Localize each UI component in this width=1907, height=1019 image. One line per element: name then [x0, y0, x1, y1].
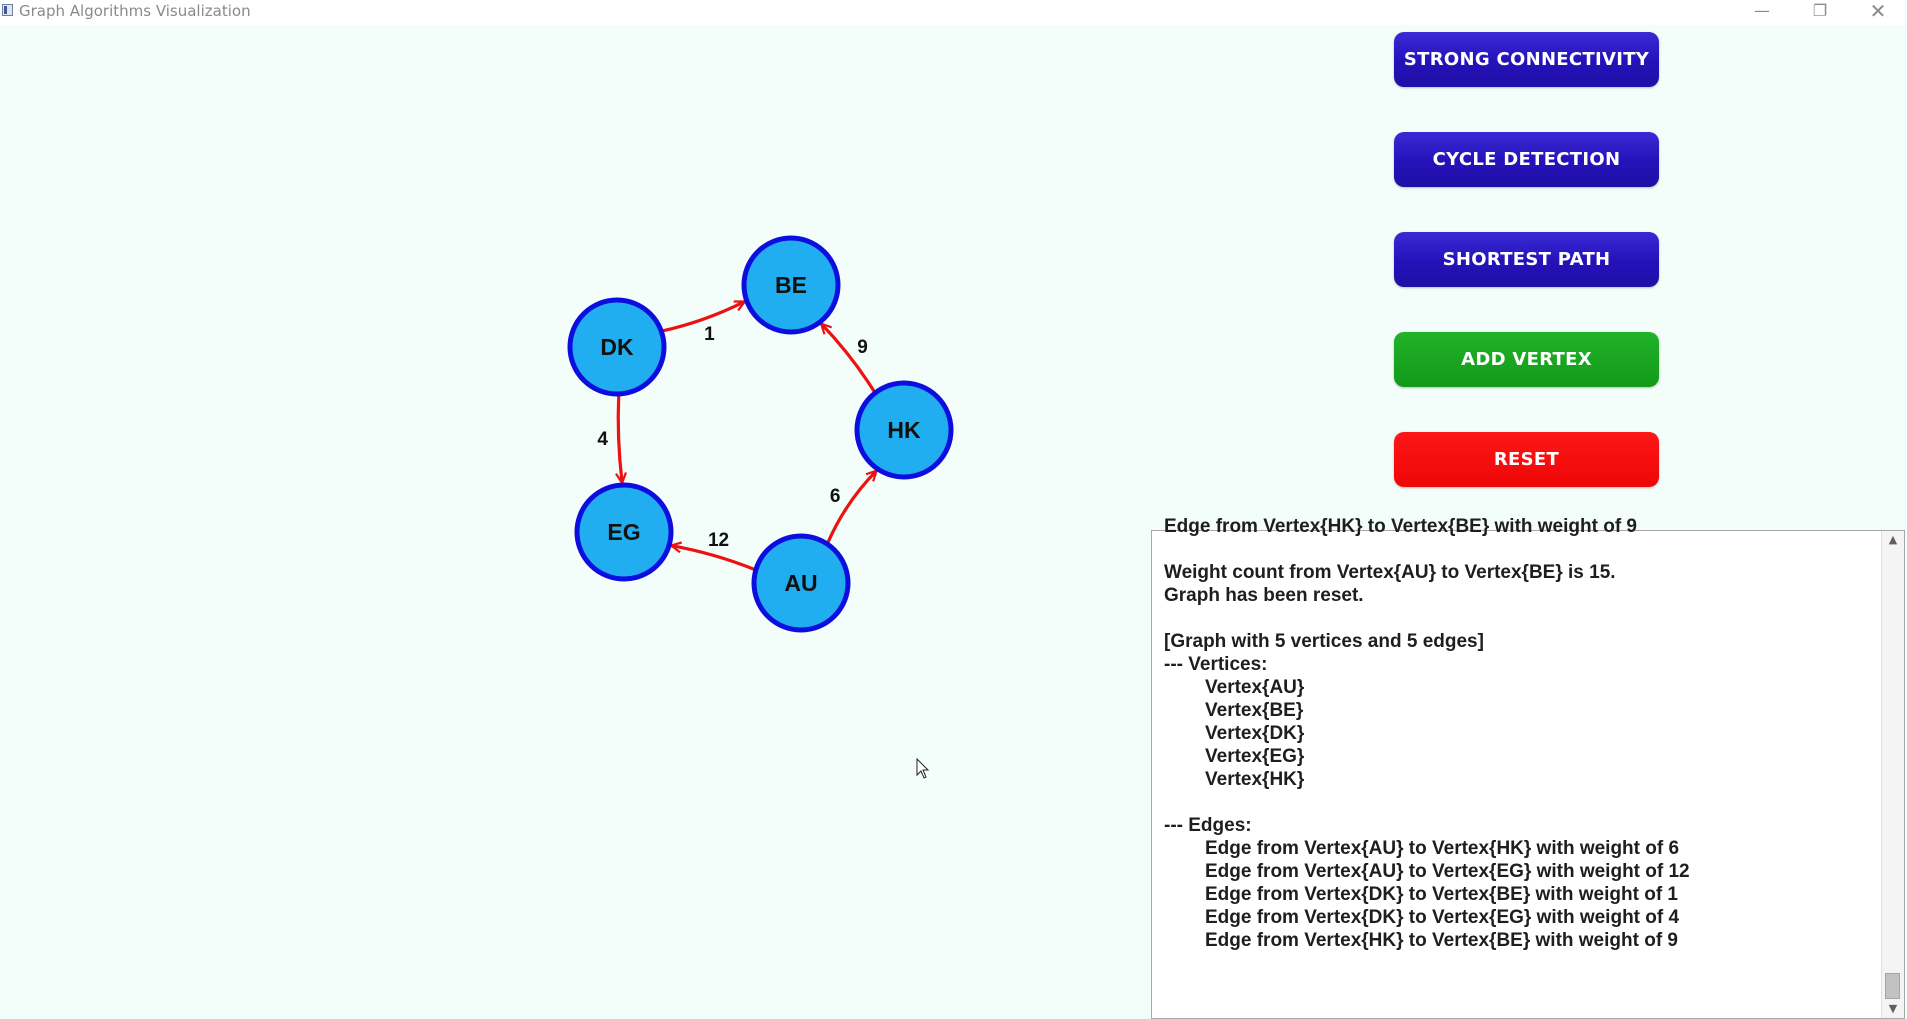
- console-line: Edge from Vertex{HK} to Vertex{BE} with …: [1205, 930, 1678, 951]
- edge-weight-label: 6: [830, 486, 841, 507]
- add-vertex-button[interactable]: ADD VERTEX: [1394, 332, 1659, 387]
- console-line: [Graph with 5 vertices and 5 edges]: [1164, 631, 1484, 652]
- vertex-circle[interactable]: [854, 380, 954, 480]
- vertex-dk[interactable]: DK: [567, 297, 667, 397]
- minimize-button[interactable]: —: [1754, 1, 1770, 20]
- scroll-thumb[interactable]: [1885, 973, 1900, 999]
- maximize-button[interactable]: ❐: [1812, 1, 1828, 20]
- console-line: --- Vertices:: [1164, 654, 1268, 675]
- close-button[interactable]: ✕: [1869, 0, 1887, 23]
- edge-weight-label: 4: [597, 429, 608, 450]
- vertex-hk[interactable]: HK: [854, 380, 954, 480]
- console-text: Edge from Vertex{HK} to Vertex{BE} with …: [1164, 515, 1884, 952]
- output-console[interactable]: Edge from Vertex{HK} to Vertex{BE} with …: [1151, 516, 1905, 1019]
- window-title: Graph Algorithms Visualization: [19, 2, 251, 20]
- app-icon: [2, 4, 13, 16]
- vertex-label: AU: [784, 570, 817, 596]
- vertex-label: BE: [775, 272, 807, 298]
- graph-edge: [618, 393, 622, 483]
- shortest-path-button[interactable]: SHORTEST PATH: [1394, 232, 1659, 287]
- console-line: Edge from Vertex{DK} to Vertex{EG} with …: [1205, 907, 1680, 928]
- vertex-au[interactable]: AU: [751, 533, 851, 633]
- graph-edge: [671, 546, 757, 572]
- console-line: Graph has been reset.: [1164, 585, 1364, 606]
- graph-edge: [821, 324, 877, 394]
- console-line: Vertex{HK}: [1205, 769, 1305, 790]
- graph-edge: [825, 471, 876, 545]
- edge-weight-label: 12: [708, 530, 729, 551]
- console-line: Edge from Vertex{HK} to Vertex{BE} with …: [1164, 516, 1637, 537]
- graph-canvas[interactable]: 6 12 1 4 9 BE DK HK EG AU: [0, 25, 1140, 1019]
- console-line: Edge from Vertex{AU} to Vertex{HK} with …: [1205, 838, 1680, 859]
- scroll-down-arrow-icon[interactable]: ▼: [1888, 1002, 1898, 1015]
- console-line: --- Edges:: [1164, 815, 1252, 836]
- vertex-label: EG: [607, 519, 640, 545]
- console-line: Edge from Vertex{DK} to Vertex{BE} with …: [1205, 884, 1678, 905]
- vertex-circle[interactable]: [567, 297, 667, 397]
- console-line: [1164, 607, 1884, 630]
- console-line: Vertex{AU}: [1205, 677, 1305, 698]
- console-scrollbar[interactable]: ▲ ▼: [1881, 531, 1904, 1018]
- mouse-cursor-icon: [916, 757, 930, 779]
- console-line: Weight count from Vertex{AU} to Vertex{B…: [1164, 562, 1616, 583]
- console-line: Vertex{EG}: [1205, 746, 1305, 767]
- vertex-be[interactable]: BE: [741, 235, 841, 335]
- vertex-label: HK: [887, 417, 921, 443]
- console-line: Edge from Vertex{AU} to Vertex{EG} with …: [1205, 861, 1690, 882]
- console-line: [1164, 791, 1884, 814]
- graph-edge: [660, 300, 745, 333]
- vertex-circle[interactable]: [751, 533, 851, 633]
- vertex-circle[interactable]: [574, 482, 674, 582]
- title-bar: Graph Algorithms Visualization — ❐ ✕: [0, 0, 1905, 25]
- console-line: Vertex{BE}: [1205, 700, 1304, 721]
- vertex-eg[interactable]: EG: [574, 482, 674, 582]
- console-line: [1164, 538, 1884, 561]
- edge-weight-label: 1: [704, 324, 715, 345]
- vertex-label: DK: [600, 334, 634, 360]
- scroll-up-arrow-icon[interactable]: ▲: [1888, 533, 1898, 546]
- edge-weight-label: 9: [857, 337, 868, 358]
- graph-drawing[interactable]: 6 12 1 4 9 BE DK HK EG AU: [0, 25, 1140, 1019]
- cycle-detection-button[interactable]: CYCLE DETECTION: [1394, 132, 1659, 187]
- console-line: Vertex{DK}: [1205, 723, 1305, 744]
- vertex-circle[interactable]: [741, 235, 841, 335]
- reset-button[interactable]: RESET: [1394, 432, 1659, 487]
- strong-connectivity-button[interactable]: STRONG CONNECTIVITY: [1394, 32, 1659, 87]
